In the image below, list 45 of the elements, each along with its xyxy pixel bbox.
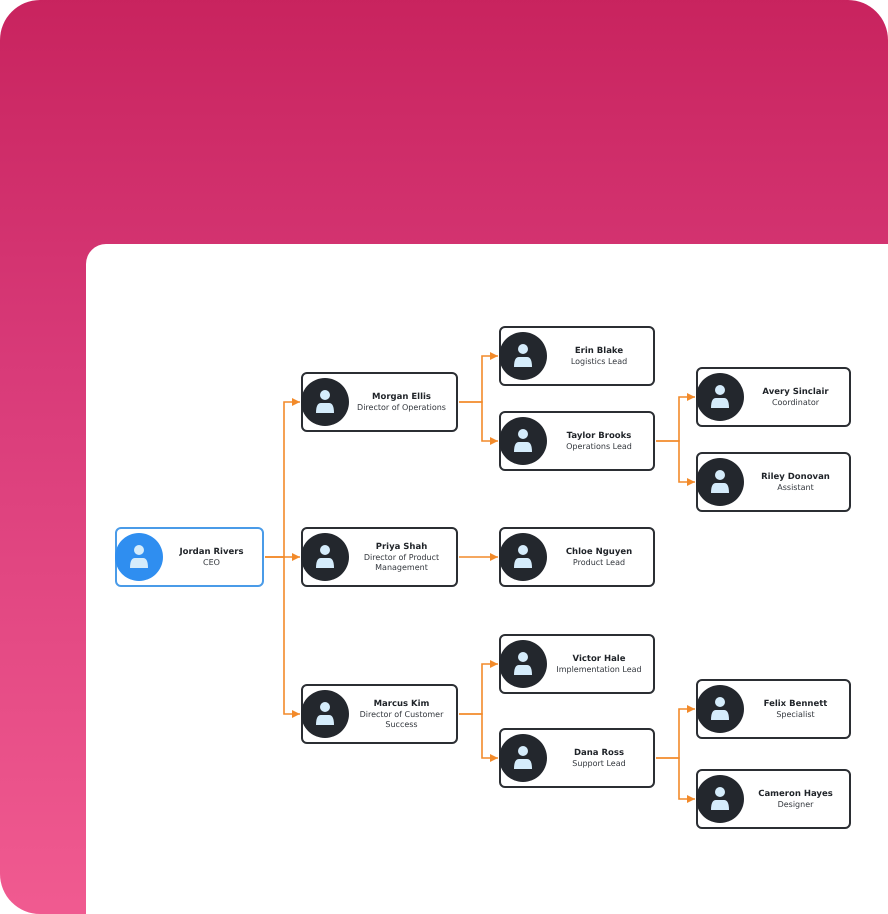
connector-arrow [459,553,498,561]
person-name: Avery Sinclair [762,386,829,398]
person-card [301,527,458,587]
person-name: Dana Ross [574,748,624,758]
connector-arrow [459,713,498,762]
job-title: Director of Customer Success [358,710,444,730]
job-title: Logistics Lead [570,356,628,366]
job-title: Designer [778,800,814,810]
person-name: Cameron Hayes [758,788,833,800]
job-title: Product Lead [572,558,626,568]
person-name: Taylor Brooks [566,430,632,442]
person-card [499,326,655,386]
person-card [696,452,851,512]
person-name: Riley Donovan [761,472,830,482]
person-name: Jordan Rivers [179,546,244,558]
person-card [499,527,655,587]
person-card [696,769,851,829]
job-title: Coordinator [772,398,820,408]
person-name: Victor Hale [572,654,626,664]
person-name: Marcus Kim [374,698,430,710]
person-card [301,684,458,744]
job-title: Director of Operations [357,402,446,412]
person-card [499,728,655,788]
person-name: Priya Shah [376,542,428,552]
job-title: Assistant [777,482,814,492]
connector-arrow [265,556,300,718]
job-title: Support Lead [572,758,626,768]
person-card [301,372,458,432]
person-name: Chloe Nguyen [566,546,632,558]
person-card [499,411,655,471]
person-name: Morgan Ellis [372,392,431,402]
job-title: Specialist [776,710,815,720]
person-card [696,367,851,427]
job-title: CEO [203,558,220,568]
job-title: Director of Product Management [362,552,440,572]
person-card [499,634,655,694]
connector-arrow [459,401,498,445]
job-title: Operations Lead [566,442,632,452]
person-name: Erin Blake [574,346,624,356]
connector-arrow [656,757,695,803]
connector-arrow [656,440,695,486]
person-card [696,679,851,739]
person-name: Felix Bennett [764,698,828,710]
job-title: Implementation Lead [556,664,642,674]
person-card [115,527,264,587]
